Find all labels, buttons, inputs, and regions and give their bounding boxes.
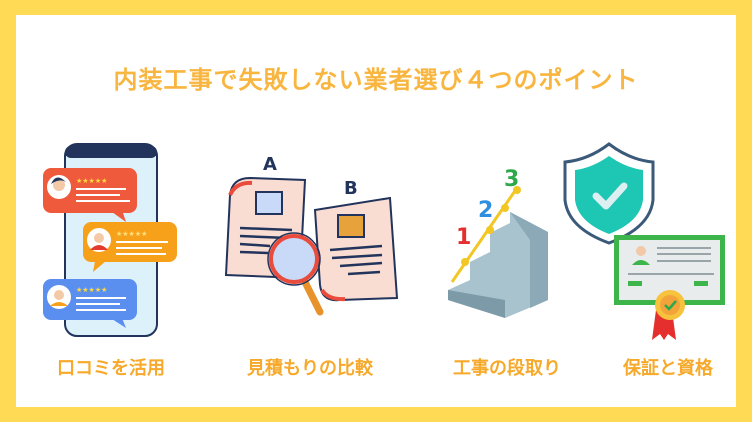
- svg-text:★★★★★: ★★★★★: [116, 230, 147, 238]
- point-label-reviews: 口コミを活用: [57, 358, 165, 379]
- page-title: 内装工事で失敗しない業者選び４つのポイント: [113, 66, 639, 94]
- step-3: 3: [504, 167, 519, 192]
- point-label-warranty: 保証と資格: [623, 358, 713, 379]
- stairs-steps-icon: 1 2 3: [448, 167, 548, 318]
- estimate-compare-icon: A B: [224, 154, 399, 316]
- point-label-estimates: 見積もりの比較: [247, 358, 373, 379]
- shield-certificate-icon: [563, 142, 725, 340]
- review-phone-icon: ★★★★★ ★★★★★ ★★★★★: [43, 143, 177, 337]
- doc-b-letter: B: [344, 178, 358, 199]
- step-1: 1: [456, 225, 471, 250]
- doc-a-letter: A: [263, 154, 277, 175]
- svg-text:★★★★★: ★★★★★: [76, 177, 107, 185]
- svg-text:★★★★★: ★★★★★: [76, 286, 107, 294]
- step-2: 2: [478, 198, 493, 223]
- review-bubble-blue: ★★★★★: [43, 279, 137, 328]
- review-bubble-red: ★★★★★: [43, 168, 137, 222]
- review-bubble-orange: ★★★★★: [83, 222, 177, 272]
- point-label-schedule: 工事の段取り: [453, 358, 561, 379]
